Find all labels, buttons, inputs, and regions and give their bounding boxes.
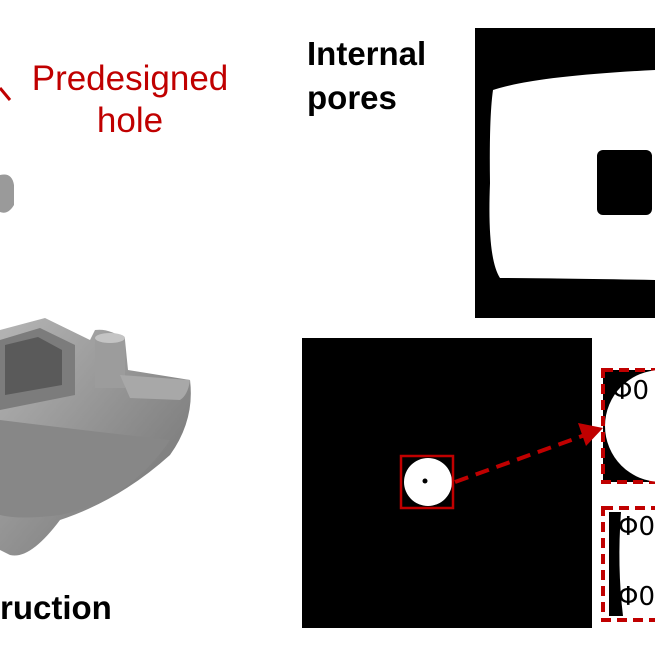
label-line: Internal: [307, 35, 427, 72]
ct-slice-internal-pores: [475, 28, 655, 318]
label-line: hole: [96, 101, 164, 140]
boat-3d-model: [0, 174, 191, 556]
inset-bottom-diameter-label-2: Φ0: [618, 582, 655, 612]
label-line: pores: [307, 79, 397, 116]
label-line: Predesigned: [31, 59, 229, 98]
reconstruction-label: ruction: [0, 589, 112, 626]
ct-slice-hole: [302, 338, 592, 628]
inset-bottom: [601, 506, 655, 622]
predesigned-hole-label: Predesigned hole: [10, 58, 250, 142]
zoom-arrow: [454, 423, 603, 484]
pointer-line: [0, 87, 12, 101]
inset-bottom-diameter-label-1: Φ0: [618, 512, 655, 542]
internal-pores-label: Internal pores: [307, 32, 426, 120]
inset-top-diameter-label: Φ0: [612, 376, 650, 406]
inset-top: [601, 368, 655, 484]
